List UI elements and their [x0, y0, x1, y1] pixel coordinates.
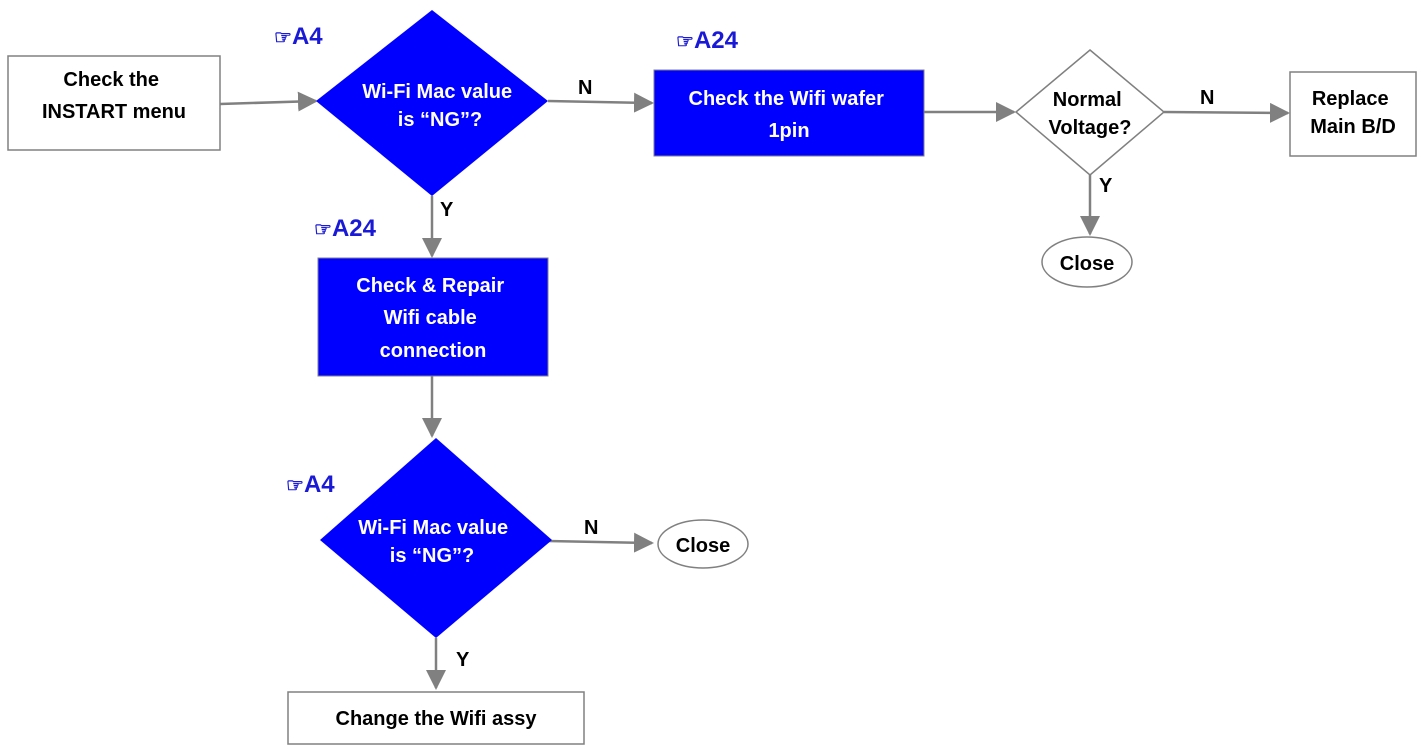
terminal-close-top-label: Close	[1060, 253, 1114, 275]
svg-text:Close: Close	[1060, 253, 1114, 275]
terminal-close-top: Close	[1041, 236, 1133, 288]
pointing-hand-icon: ☞	[286, 475, 304, 497]
decision-wifi-mac-2: Wi-Fi Mac value is “NG”?	[320, 438, 552, 638]
edge-voltage-no-to-replace	[1163, 102, 1290, 123]
node-change-wifi-assy: Change the Wifi assy	[287, 691, 585, 745]
svg-text:Check the INSTART menu: Check the INSTART menu	[42, 69, 186, 123]
svg-text:Check & Repair Wifi cabl: Check & Repair Wifi cable connection	[356, 275, 509, 362]
svg-text:Replace Main B/D: Replace Main B/D	[1310, 88, 1396, 138]
edge-label-voltage-yes: Y	[1099, 175, 1113, 197]
svg-text:Wi-Fi Mac value is “NG”?: Wi-Fi Mac value is “NG”?	[358, 517, 513, 567]
decision-wifi-mac-1-line-1: Wi-Fi Mac value	[362, 81, 512, 103]
ref-marker-mac1-text: A4	[292, 23, 323, 50]
edge-label-mac2-no: N	[584, 517, 598, 539]
terminal-close-bottom: Close	[657, 519, 749, 569]
ref-marker-repair: ☞A24	[314, 215, 377, 242]
node-check-instart: Check the INSTART menu	[7, 55, 221, 151]
node-check-wifi-wafer-line-1: Check the Wifi wafer	[689, 88, 885, 110]
edge-mac2-no-to-close	[547, 532, 654, 553]
decision-wifi-mac-1: Wi-Fi Mac value is “NG”?	[316, 10, 548, 196]
pointing-hand-icon: ☞	[314, 219, 332, 241]
edge-mac1-no-to-wafer	[547, 92, 654, 113]
edge-label-mac1-yes: Y	[440, 199, 454, 221]
ref-marker-wafer: ☞A24	[676, 27, 739, 54]
node-replace-main-bd: Replace Main B/D	[1289, 71, 1417, 157]
node-check-repair-cable-line-2: Wifi cable	[384, 307, 477, 329]
edge-label-mac2-yes: Y	[456, 649, 470, 671]
svg-text:Close: Close	[676, 535, 730, 557]
pointing-hand-icon: ☞	[274, 27, 292, 49]
decision-normal-voltage-line-2: Voltage?	[1049, 117, 1132, 139]
svg-text:Check the Wifi wafer 1pi: Check the Wifi wafer 1pin	[689, 88, 890, 142]
node-replace-main-bd-line-1: Replace	[1312, 88, 1389, 110]
svg-text:Change the Wifi assy: Change the Wifi assy	[336, 708, 538, 730]
svg-text:Normal Voltage?: Normal Voltage?	[1049, 89, 1132, 139]
pointing-hand-icon: ☞	[676, 31, 694, 53]
decision-wifi-mac-2-line-1: Wi-Fi Mac value	[358, 517, 508, 539]
ref-marker-repair-text: A24	[332, 215, 377, 242]
node-check-repair-cable-line-3: connection	[380, 340, 487, 362]
node-check-wifi-wafer: Check the Wifi wafer 1pin	[653, 69, 925, 157]
decision-normal-voltage: Normal Voltage?	[1014, 49, 1166, 176]
edge-label-mac1-no: N	[578, 77, 592, 99]
decision-wifi-mac-1-line-2: is “NG”?	[398, 109, 482, 131]
ref-marker-mac2-text: A4	[304, 471, 335, 498]
ref-marker-mac1: ☞A4	[274, 23, 323, 50]
node-check-repair-cable-line-1: Check & Repair	[356, 275, 504, 297]
node-check-instart-line-1: Check the	[63, 69, 159, 91]
decision-normal-voltage-line-1: Normal	[1053, 89, 1122, 111]
node-check-repair-cable: Check & Repair Wifi cable connection	[317, 257, 549, 377]
node-replace-main-bd-line-2: Main B/D	[1310, 116, 1396, 138]
svg-text:Wi-Fi Mac value is “NG”?: Wi-Fi Mac value is “NG”?	[362, 81, 517, 131]
node-check-instart-line-2: INSTART menu	[42, 101, 186, 123]
edge-instart-to-mac1	[219, 91, 318, 112]
node-check-wifi-wafer-line-2: 1pin	[768, 120, 809, 142]
ref-marker-wafer-text: A24	[694, 27, 739, 54]
node-change-wifi-assy-label: Change the Wifi assy	[336, 708, 538, 730]
edge-label-voltage-no: N	[1200, 87, 1214, 109]
decision-wifi-mac-2-line-2: is “NG”?	[390, 545, 474, 567]
terminal-close-bottom-label: Close	[676, 535, 730, 557]
ref-marker-mac2: ☞A4	[286, 471, 335, 498]
